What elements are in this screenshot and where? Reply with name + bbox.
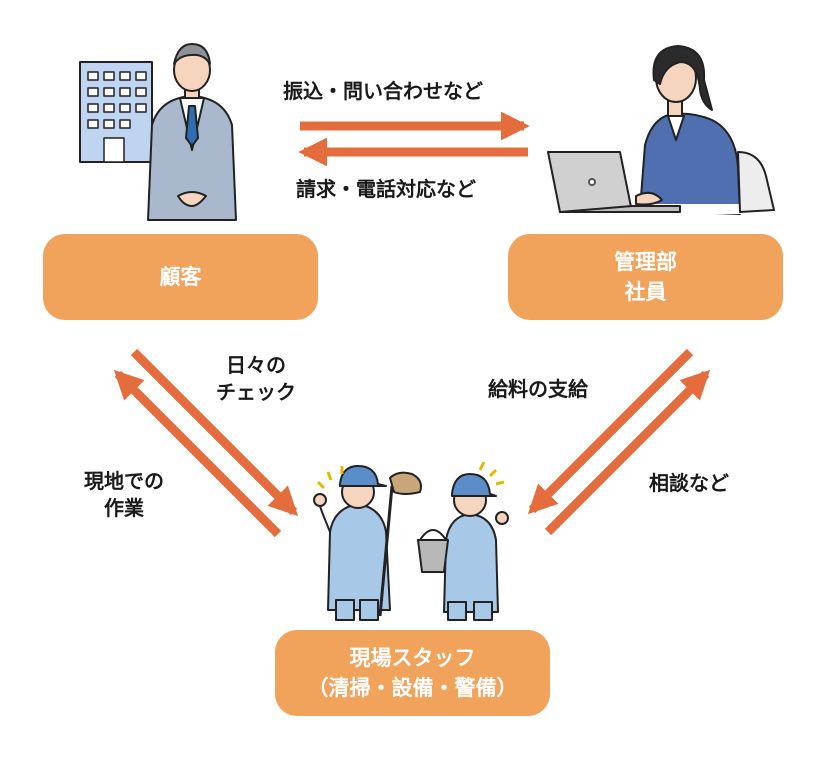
arrow-customer-to-field <box>130 348 299 517</box>
field-staff-label-line1: 現場スタッフ <box>349 645 476 670</box>
customer-node: 顧客 <box>43 234 318 320</box>
daily-check-line2: チェック <box>216 380 296 404</box>
flow-label-billing-phone: 請求・電話対応など <box>296 177 476 201</box>
arrow-field-to-management <box>544 369 711 536</box>
cleaning-staff-icon <box>313 461 509 621</box>
management-label-line1: 管理部 <box>614 249 677 274</box>
field-staff-node: 現場スタッフ （清掃・設備・警備） <box>275 630 550 716</box>
onsite-work-line2: 作業 <box>104 496 144 520</box>
management-node: 管理部 社員 <box>508 234 783 320</box>
customer-label: 顧客 <box>159 264 202 289</box>
field-staff-label-line2: （清掃・設備・警備） <box>307 676 518 700</box>
flow-label-daily-check: 日々の チェック <box>216 352 296 406</box>
management-label-line2: 社員 <box>624 280 667 304</box>
daily-check-line1: 日々の <box>226 353 286 377</box>
businessman-building-icon <box>79 43 237 221</box>
flow-label-payment-inquiry: 振込・問い合わせなど <box>283 79 483 103</box>
onsite-work-line1: 現地での <box>84 469 164 493</box>
arrow-field-to-customer <box>113 369 282 538</box>
flow-label-onsite-work: 現地での 作業 <box>84 468 164 522</box>
flow-label-salary: 給料の支給 <box>488 377 588 401</box>
flow-label-consultation: 相談など <box>649 471 729 495</box>
arrow-management-to-field <box>527 348 694 515</box>
woman-laptop-icon <box>547 45 801 215</box>
